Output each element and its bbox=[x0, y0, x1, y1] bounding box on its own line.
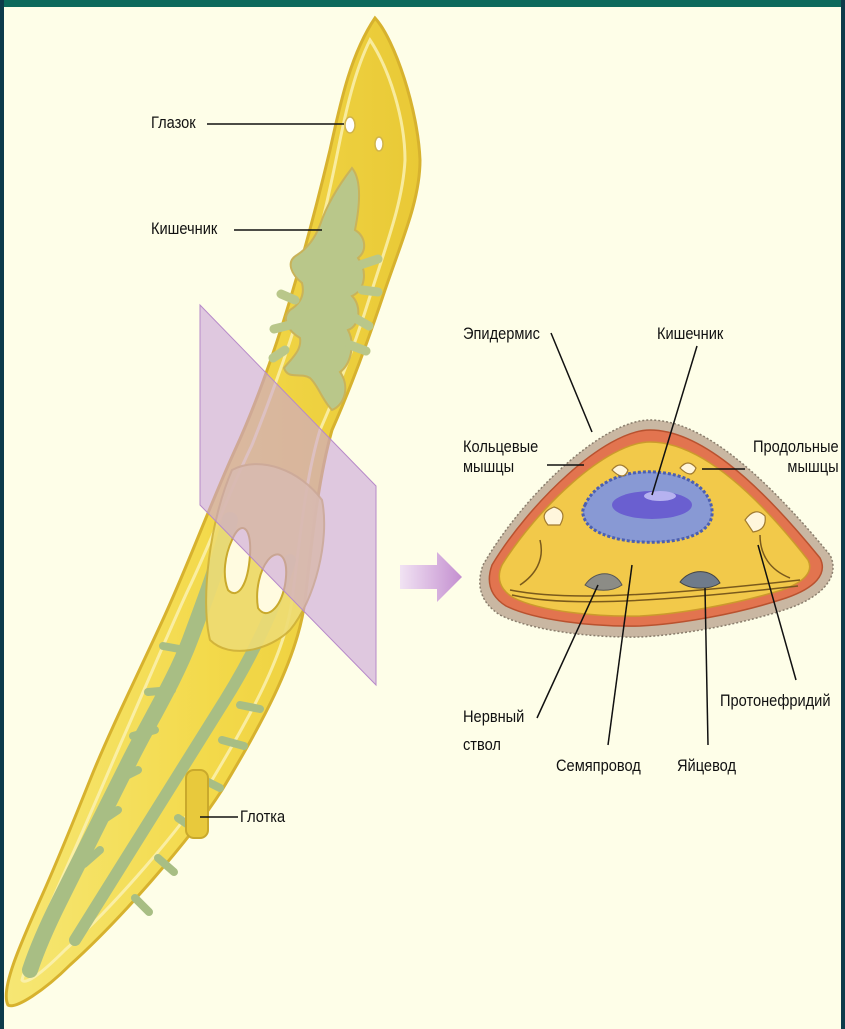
label-ring-muscles-line1: Кольцевые bbox=[463, 437, 538, 457]
leader-epidermis bbox=[551, 333, 592, 432]
label-pharynx: Глотка bbox=[240, 807, 285, 827]
label-protonephridium: Протонефридий bbox=[720, 691, 831, 711]
label-epidermis: Эпидермис bbox=[463, 324, 540, 344]
label-intestine-right: Кишечник bbox=[657, 324, 723, 344]
direction-arrow-icon bbox=[400, 552, 462, 602]
eye-right-icon bbox=[375, 137, 383, 151]
label-long-muscles-line1: Продольные bbox=[753, 437, 839, 457]
planarian-body bbox=[6, 18, 420, 1006]
label-long-muscles-line2: мышцы bbox=[753, 457, 839, 477]
pharynx-tube bbox=[186, 770, 208, 838]
label-nerve-cord: Нервный ствол bbox=[463, 707, 524, 755]
label-nerve-cord-line2: ствол bbox=[463, 735, 524, 755]
label-long-muscles: Продольные мышцы bbox=[753, 437, 839, 477]
label-oviduct: Яйцевод bbox=[677, 756, 736, 776]
label-sperm-duct: Семяпровод bbox=[556, 756, 641, 776]
label-eye: Глазок bbox=[151, 113, 196, 133]
label-nerve-cord-line1: Нервный bbox=[463, 707, 524, 727]
eye-left-icon bbox=[345, 117, 355, 133]
label-intestine-left: Кишечник bbox=[151, 219, 217, 239]
label-ring-muscles: Кольцевые мышцы bbox=[463, 437, 538, 477]
label-ring-muscles-line2: мышцы bbox=[463, 457, 538, 477]
section-intestine-lumen-highlight bbox=[644, 491, 676, 501]
